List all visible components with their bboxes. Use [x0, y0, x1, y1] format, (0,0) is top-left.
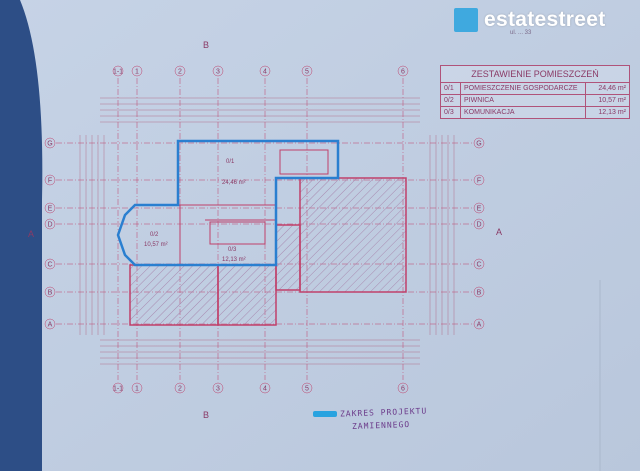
row-axis-label: F [477, 178, 481, 185]
column-axis-marker [112, 382, 124, 394]
column-axis-label: 3 [216, 69, 220, 76]
row-axis-marker [44, 202, 56, 214]
column-axis-marker [131, 65, 143, 77]
row-axis-label: D [476, 222, 481, 229]
column-axis-label: 2 [178, 386, 182, 393]
column-axis-label: 6 [401, 386, 405, 393]
section-label-left: A [28, 229, 34, 239]
column-axis-label: 5 [305, 386, 309, 393]
column-axis-marker [397, 382, 409, 394]
hatched-areas [129, 177, 407, 326]
column-axis-label: 4 [263, 386, 267, 393]
row-axis-label: C [47, 262, 52, 269]
row-axis-label: E [48, 206, 53, 213]
section-label-top: B [203, 40, 209, 50]
room-no: 0/2 [441, 95, 461, 106]
row-axis-marker [473, 286, 485, 298]
section-label-right: A [496, 227, 502, 237]
row-axis-label: D [47, 222, 52, 229]
column-axis-marker [212, 65, 224, 77]
column-axis-marker [112, 65, 124, 77]
row-axis-label: B [477, 290, 482, 297]
room-no: 0/3 [441, 107, 461, 118]
room-no-0-2: 0/2 [150, 232, 159, 238]
column-axis-label: 1-1 [113, 69, 123, 76]
row-axis-marker [473, 202, 485, 214]
row-axis-marker [44, 318, 56, 330]
row-axis-marker [473, 218, 485, 230]
column-axis-marker [259, 382, 271, 394]
room-area-0-1: 24,46 m² [222, 180, 246, 186]
column-axis-marker [174, 382, 186, 394]
column-axis-label: 1 [135, 69, 139, 76]
room-name: KOMUNIKACJA [461, 107, 586, 118]
room-name: POMIESZCZENIE GOSPODARCZE [461, 83, 586, 94]
table-title: ZESTAWIENIE POMIESZCZEŃ [441, 66, 629, 83]
row-axis-label: E [477, 206, 482, 213]
logo-text: estatestreet [484, 8, 606, 31]
column-axis-marker [212, 382, 224, 394]
row-axis-marker [44, 286, 56, 298]
room-area-0-3: 12,13 m² [222, 257, 246, 263]
room-no-0-3: 0/3 [228, 247, 237, 253]
column-axis-marker [259, 65, 271, 77]
column-axis-label: 4 [263, 69, 267, 76]
row-axis-label: B [48, 290, 53, 297]
room-area: 24,46 m² [598, 85, 626, 92]
column-axis-marker [174, 65, 186, 77]
row-axis-label: G [47, 141, 52, 148]
room-no: 0/1 [441, 83, 461, 94]
column-axis-label: 1-1 [113, 386, 123, 393]
column-axis-label: 3 [216, 386, 220, 393]
room-area: 12,13 m² [598, 109, 626, 116]
logo: estatestreet [454, 8, 606, 32]
room-area-0-2: 10,57 m² [144, 242, 168, 248]
section-label-bottom: B [203, 410, 209, 420]
interior-walls [178, 149, 329, 265]
row-axis-marker [473, 174, 485, 186]
column-axis-marker [397, 65, 409, 77]
row-axis-label: C [476, 262, 481, 269]
column-axis-marker [131, 382, 143, 394]
row-axis-label: A [48, 322, 53, 329]
dark-edge [0, 0, 43, 471]
house-icon [454, 8, 478, 32]
row-axis-marker [44, 258, 56, 270]
column-axis-label: 5 [305, 69, 309, 76]
room-name: PIWNICA [461, 95, 586, 106]
row-axis-marker [473, 137, 485, 149]
row-axis-marker [473, 318, 485, 330]
row-axis-marker [44, 137, 56, 149]
column-axis-marker [301, 65, 313, 77]
header-address: ul. ... 33 [510, 30, 532, 36]
row-axis-marker [44, 218, 56, 230]
column-axis-label: 1 [135, 386, 139, 393]
row-axis-marker [44, 174, 56, 186]
room-area: 10,57 m² [598, 97, 626, 104]
blue-marker-swatch [313, 411, 337, 417]
row-axis-marker [473, 258, 485, 270]
project-scope-outline [116, 139, 340, 267]
column-axis-label: 6 [401, 69, 405, 76]
row-axis-label: F [48, 178, 52, 185]
column-axis-label: 2 [178, 69, 182, 76]
row-axis-label: A [477, 322, 482, 329]
column-axis-marker [301, 382, 313, 394]
row-axis-label: G [476, 141, 481, 148]
room-no-0-1: 0/1 [226, 159, 235, 165]
